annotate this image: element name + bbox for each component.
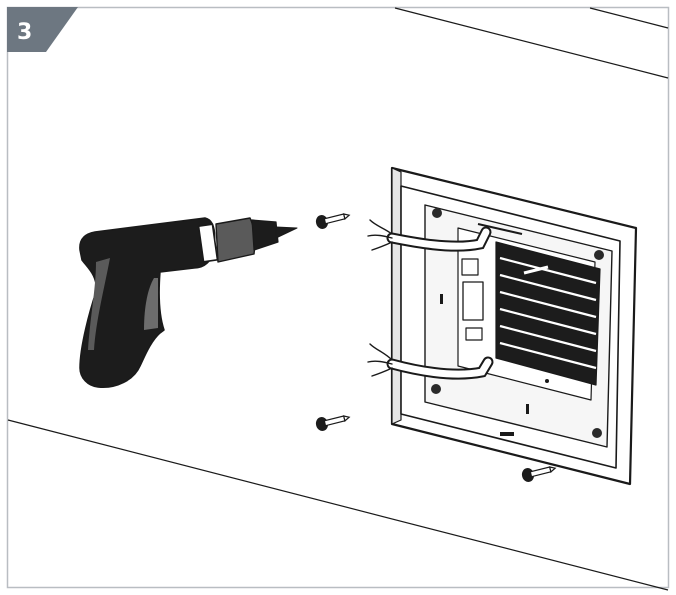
- vent-top-rail: [477, 223, 523, 235]
- mounting-hole-bottom-right: [592, 428, 602, 438]
- vent-frame-side: [391, 167, 402, 425]
- mounting-hole-top-right: [594, 250, 604, 260]
- screw-icon: [315, 213, 351, 229]
- drill-chuck: [215, 217, 256, 263]
- mounting-hole-bottom-left: [431, 384, 441, 394]
- heater-grille: [495, 241, 601, 386]
- lower-wire-end-3: [371, 367, 393, 377]
- upper-cable-inner: [388, 228, 490, 250]
- heater-grille-fins: [499, 256, 597, 370]
- wall-vent-unit-icon: [390, 166, 638, 486]
- terminal-connector-top: [461, 258, 479, 276]
- drill-grip-highlight: [88, 258, 110, 350]
- ceiling-line-lower: [589, 7, 669, 29]
- lower-wire-end-1: [369, 343, 393, 361]
- vent-slot-right: [545, 379, 549, 383]
- drill-bit: [275, 226, 298, 239]
- screws: [315, 213, 557, 482]
- terminal-connector-bottom: [465, 327, 483, 341]
- power-drill-icon: [79, 217, 298, 388]
- electrical-wire-icon: [367, 219, 494, 380]
- ceiling-line-upper: [394, 7, 669, 79]
- terminal-block: [462, 281, 484, 321]
- floor-line: [7, 419, 669, 591]
- lower-wire-end-2: [367, 360, 393, 365]
- mounting-holes: [431, 208, 604, 438]
- drill-collar: [197, 223, 219, 263]
- vent-slot-bottom: [526, 404, 529, 414]
- upper-wire-end-3: [371, 241, 393, 251]
- upper-wire-end-2: [367, 234, 393, 239]
- mounting-hole-top-left: [432, 208, 442, 218]
- step-badge-shape: [7, 7, 78, 52]
- wall-perspective-lines: [7, 7, 669, 591]
- upper-wire-end-1: [369, 219, 393, 235]
- screw-icon: [521, 466, 557, 482]
- vent-slot-left: [440, 294, 443, 304]
- drill-chuck-tip: [251, 219, 279, 251]
- illustration-frame: [6, 6, 670, 589]
- lower-cable-inner: [388, 358, 492, 378]
- drill-trigger: [144, 278, 158, 330]
- screw-icon: [315, 415, 351, 431]
- vent-slot-lower: [500, 432, 514, 436]
- step-badge: 3: [7, 7, 78, 52]
- heater-sensor-tab: [523, 265, 549, 275]
- step-number: 3: [17, 20, 32, 45]
